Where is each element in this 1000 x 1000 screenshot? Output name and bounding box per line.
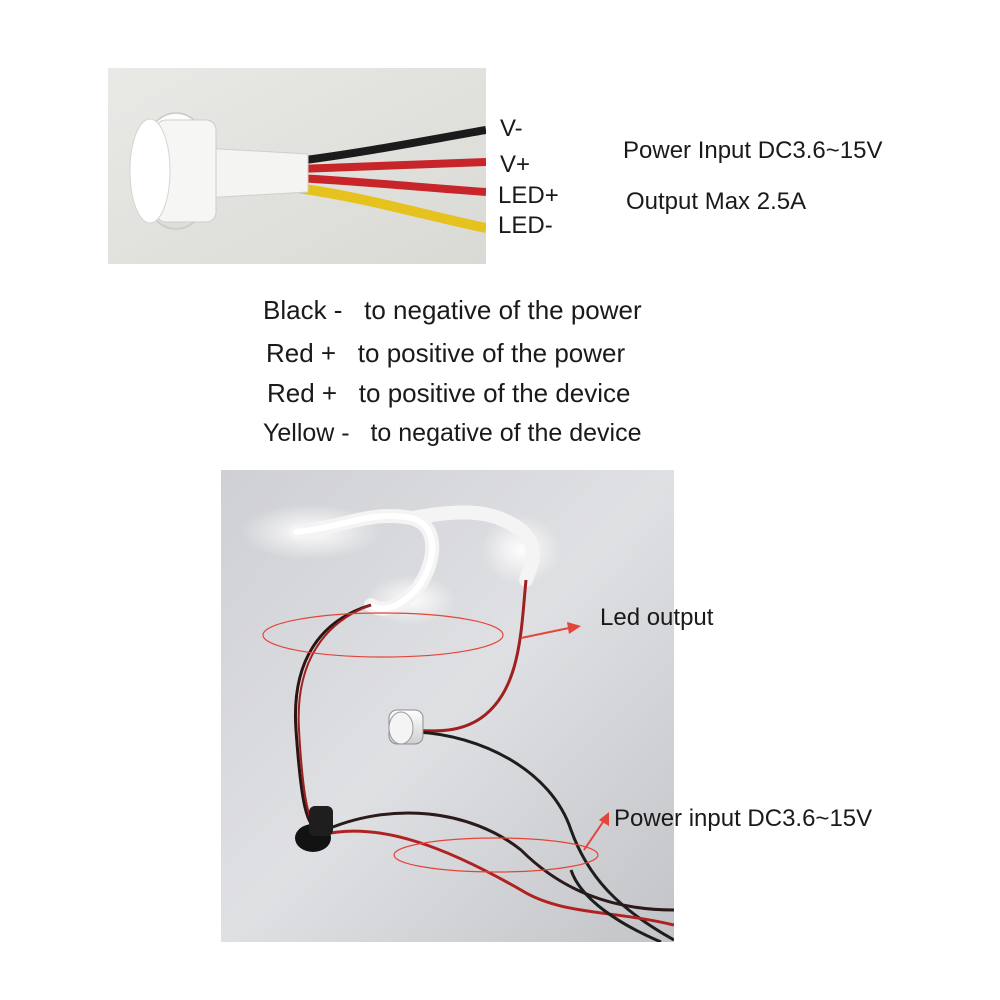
- legend-line: Black - to negative of the power: [263, 295, 642, 325]
- callout-led-output: Led output: [600, 604, 714, 631]
- spec-output-max: Output Max 2.5A: [626, 188, 807, 215]
- legend-line: Yellow - to negative of the device: [263, 418, 642, 448]
- black-wire: [297, 126, 486, 165]
- legend-line: Red + to positive of the power: [266, 338, 625, 368]
- demo-photo: [221, 470, 674, 942]
- red-wire-top: [297, 158, 486, 173]
- legend-color-label: Black -: [263, 295, 343, 325]
- led-wire-right: [415, 579, 528, 733]
- legend-color-label: Red +: [266, 338, 337, 368]
- wire-label-led-minus: LED-: [498, 212, 553, 239]
- power-wire-2: [320, 811, 674, 912]
- power-wire-3: [320, 829, 674, 927]
- wire-label-v-plus: V+: [500, 151, 531, 178]
- power-input-ellipse: [393, 837, 599, 873]
- legend-description: to negative of the device: [370, 419, 642, 447]
- legend-color-label: Red +: [267, 378, 338, 408]
- connector-photo: [108, 68, 486, 264]
- led-output-ellipse: [262, 612, 504, 658]
- red-wire-bottom: [297, 174, 486, 196]
- led-wire-left: [293, 603, 372, 832]
- wire-label-v-minus: V-: [500, 115, 523, 142]
- power-wire-1: [415, 730, 674, 942]
- legend-line: Red + to positive of the device: [267, 378, 631, 408]
- legend-color-label: Yellow -: [263, 419, 350, 447]
- yellow-wire: [297, 183, 486, 233]
- wire-label-led-plus: LED+: [498, 182, 559, 209]
- legend-description: to positive of the device: [358, 378, 631, 408]
- legend-description: to negative of the power: [364, 295, 642, 325]
- spec-power-input: Power Input DC3.6~15V: [623, 137, 883, 164]
- legend-description: to positive of the power: [357, 338, 626, 368]
- callout-power-input: Power input DC3.6~15V: [614, 805, 873, 832]
